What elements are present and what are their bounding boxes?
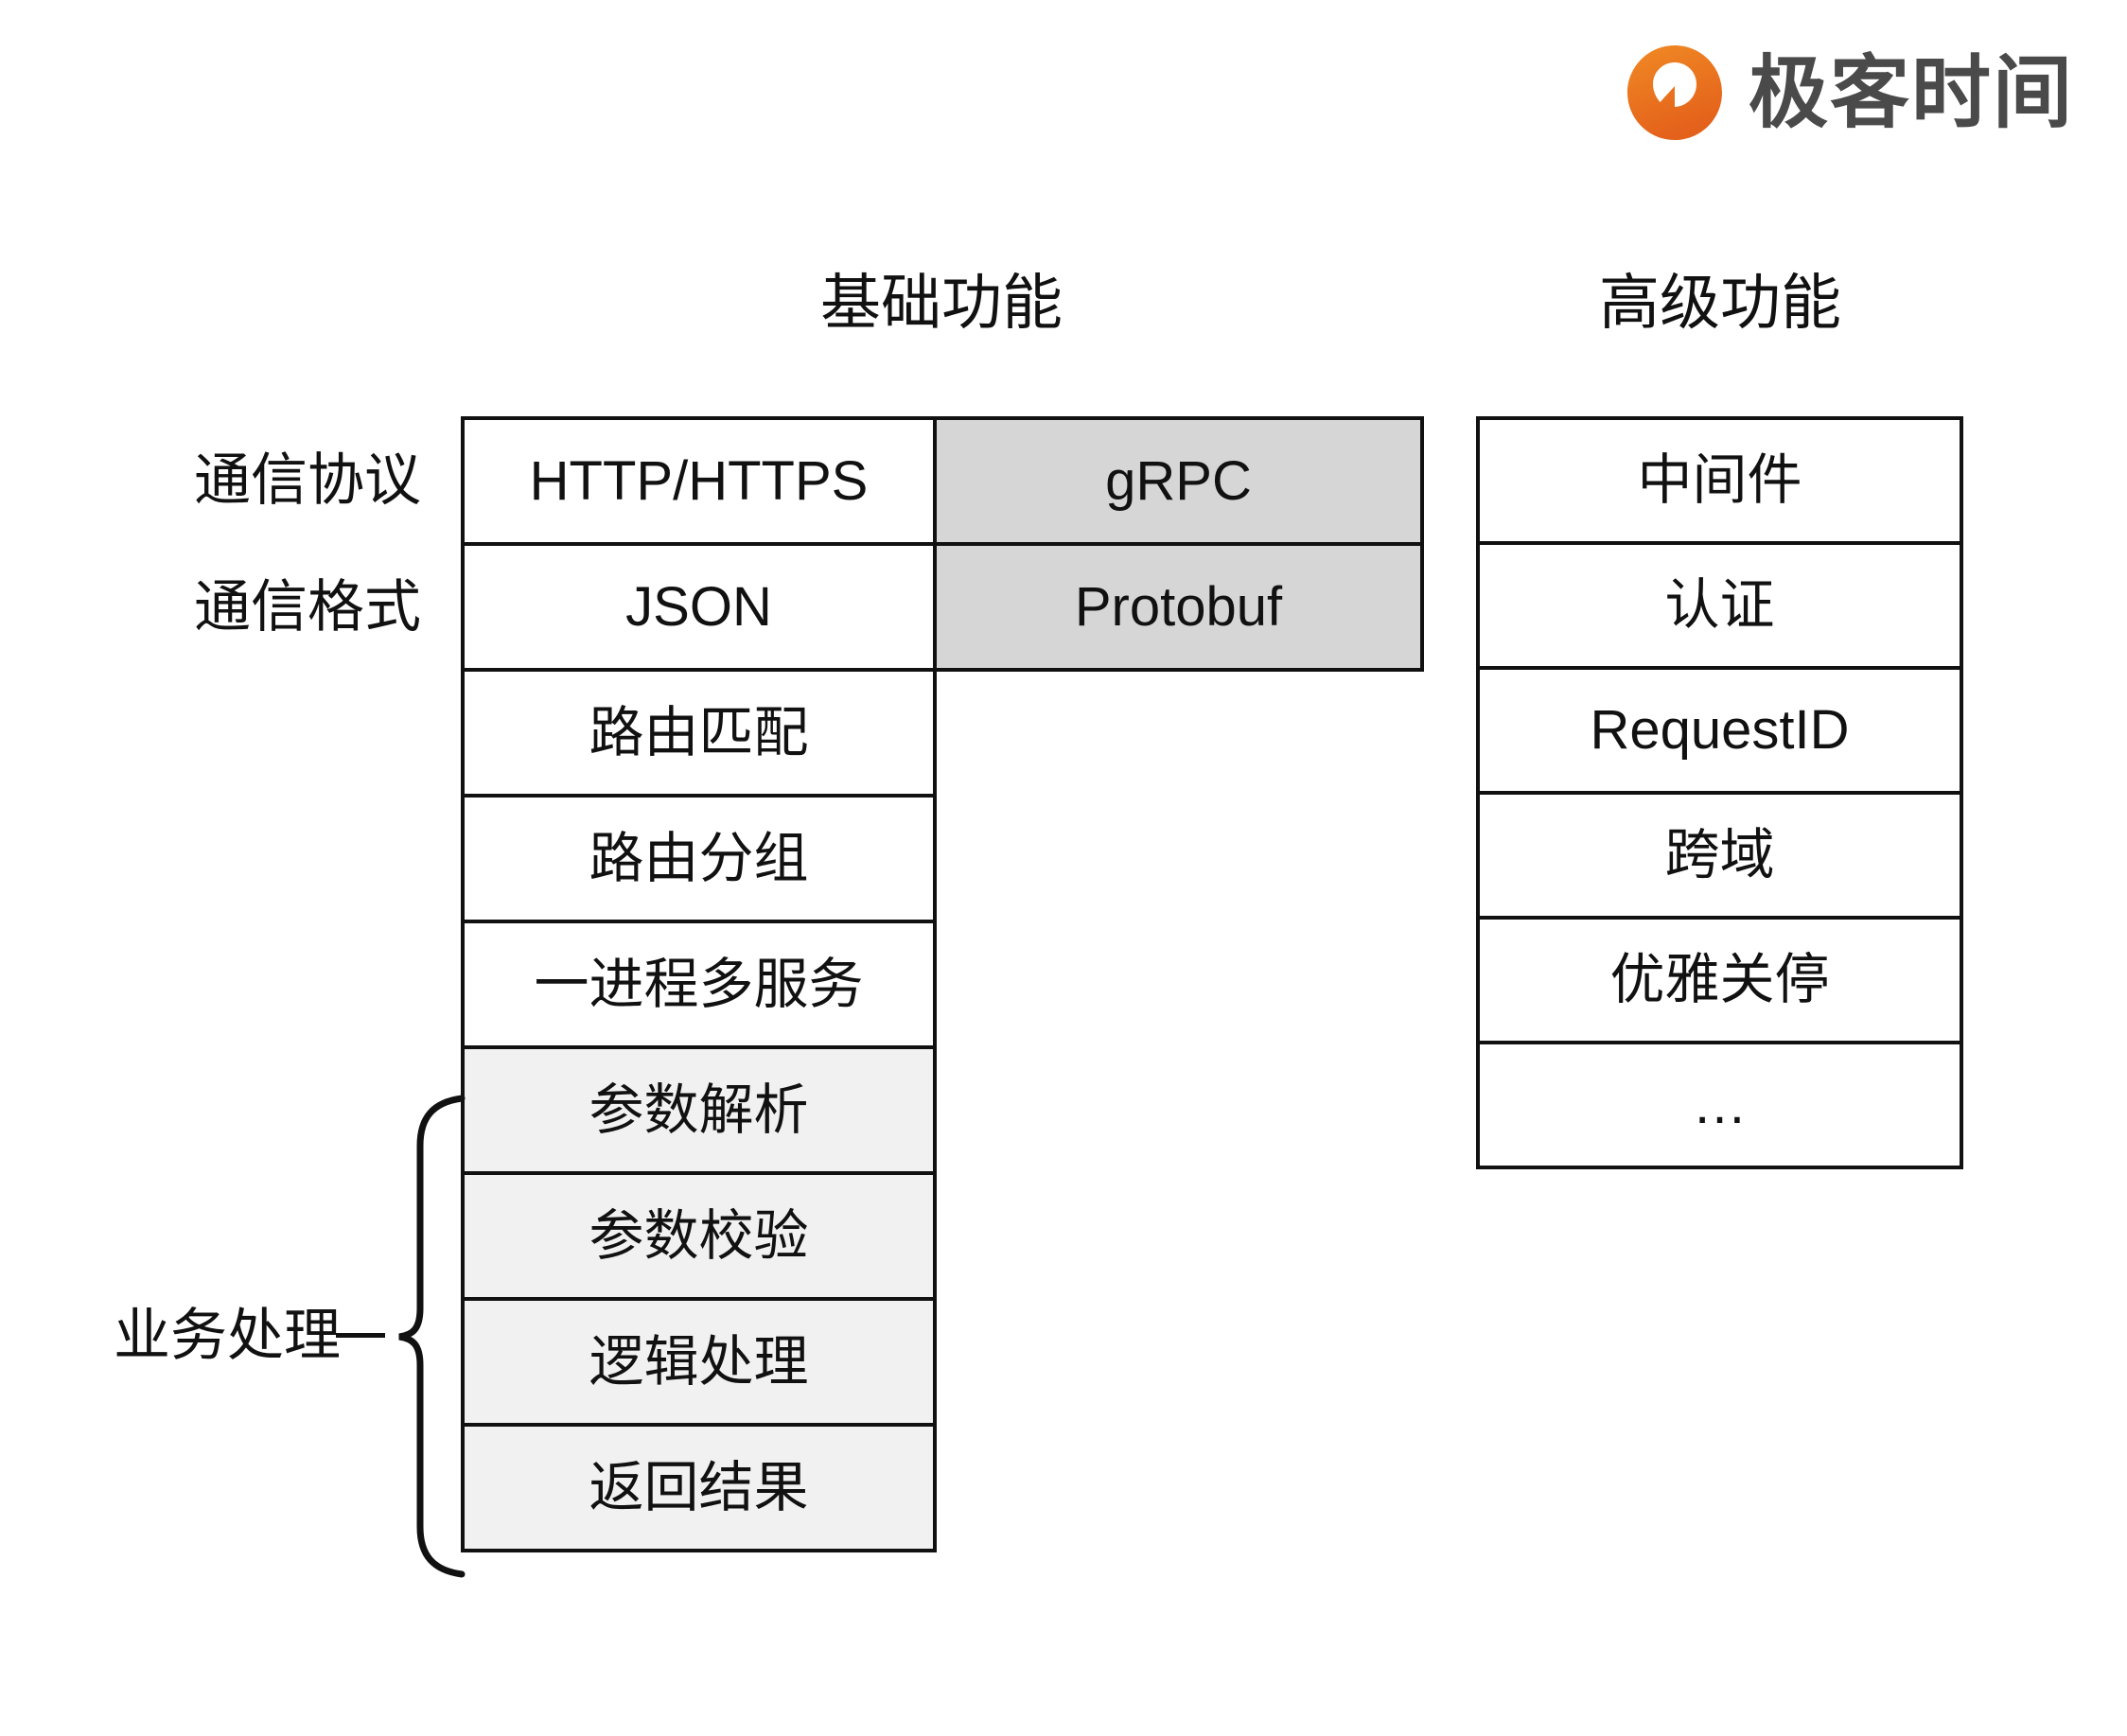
table-row: 优雅关停 [1476,916,1963,1044]
advanced-features-table: 中间件 认证 RequestID 跨域 优雅关停 … [1476,416,1963,1169]
table-row: 认证 [1476,541,1963,670]
table-row: 跨域 [1476,791,1963,920]
geektime-logo-icon [1626,44,1724,142]
basic-features-table: HTTP/HTTPS JSON 路由匹配 路由分组 一进程多服务 参数解析 参数… [461,416,937,1552]
table-row: 参数解析 [461,1045,937,1175]
table-row: 参数校验 [461,1171,937,1301]
curly-brace-icon [371,1093,466,1580]
basic-features-alt-column: gRPC Protobuf [933,416,1424,672]
table-row: 路由匹配 [461,668,937,798]
row-label-business: 业务处理 [114,1304,341,1367]
table-row: JSON [461,542,937,672]
column-header-basic: 基础功能 [820,269,1063,337]
table-row: RequestID [1476,666,1963,795]
column-header-advanced: 高级功能 [1599,269,1841,337]
table-row: 路由分组 [461,794,937,923]
table-row: gRPC [933,416,1424,546]
table-row: HTTP/HTTPS [461,416,937,546]
table-row: Protobuf [933,542,1424,672]
brand-name: 极客时间 [1749,46,2075,139]
table-row: 一进程多服务 [461,920,937,1049]
row-label-format: 通信格式 [194,575,421,639]
table-row: 返回结果 [461,1423,937,1552]
table-row: 逻辑处理 [461,1297,937,1427]
row-label-protocol: 通信协议 [194,448,421,512]
brace-connector [336,1333,385,1338]
table-row: 中间件 [1476,416,1963,545]
brand-logo: 极客时间 [1626,44,2074,142]
table-row: … [1476,1041,1963,1169]
